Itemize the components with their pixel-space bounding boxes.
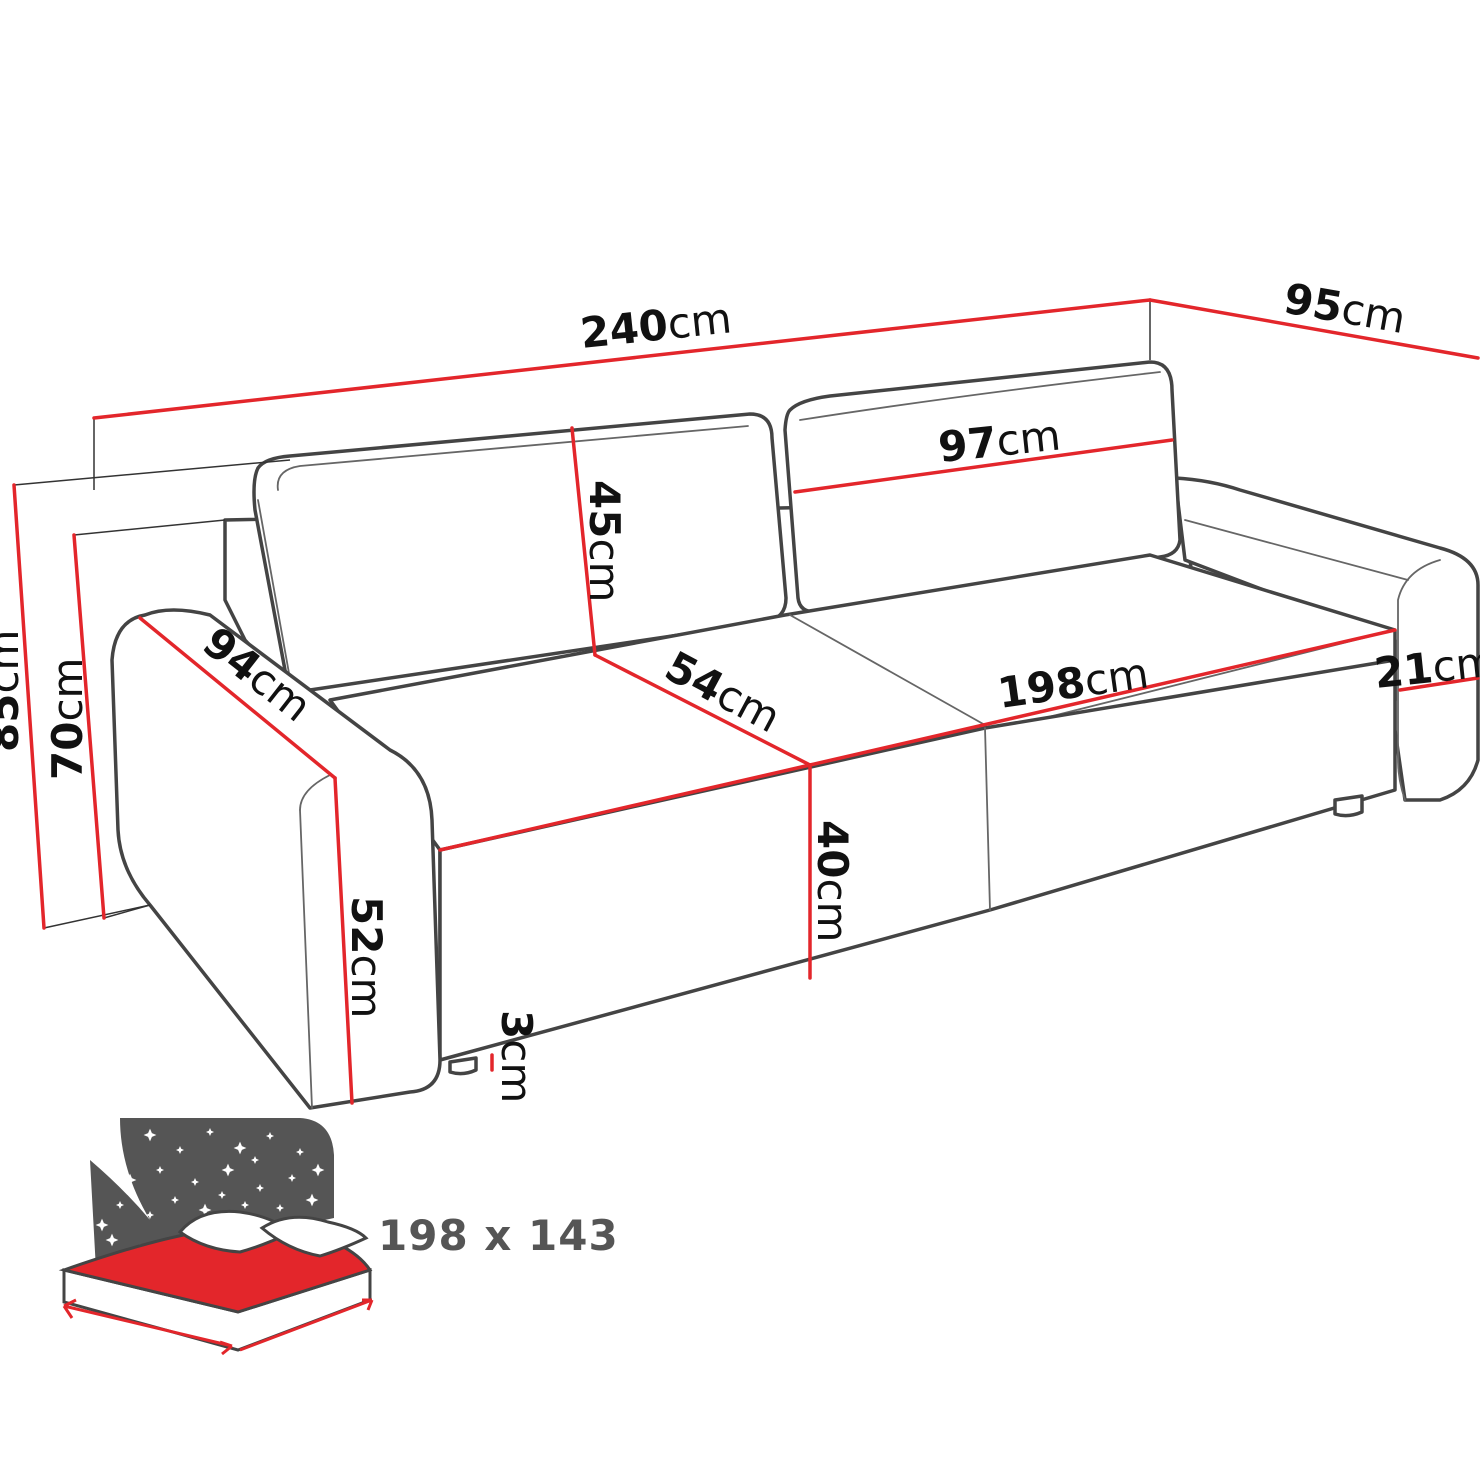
bed-depth-arrow [239,1298,374,1352]
dim-line-total-width [92,298,1152,420]
star-icon [233,1141,247,1155]
star-icon [288,1174,296,1182]
label-depth: 95cm [1280,274,1409,344]
star-icon [218,1191,226,1199]
star-field [95,1128,325,1252]
star-icon [266,1132,274,1140]
dim-line-cushion-width [793,438,1174,494]
star-icon [95,1218,109,1232]
label-total-width: 240cm [578,293,734,358]
dim-line-armrest-width [1398,676,1480,692]
dim-line-height-total [12,483,46,930]
star-icon [123,1173,137,1187]
label-cushion-height: 45cm [580,480,629,602]
dim-line-height-back [72,533,106,920]
label-seat-height: 40cm [808,820,857,942]
star-icon [221,1163,235,1177]
sofa-drawing [110,360,1480,1110]
left-leg [448,1056,478,1076]
star-icon [206,1128,214,1136]
sleeping-area-label: 198 x 143 [378,1211,619,1260]
star-icon [251,1156,259,1164]
dim-line-seat-width [808,628,1397,767]
star-icon [171,1196,179,1204]
label-seat-width: 198cm [995,648,1152,718]
star-icon [241,1201,249,1209]
star-icon [143,1128,157,1142]
star-icon [296,1148,304,1156]
dim-line-cushion-height [570,426,597,657]
pillow-right [259,1215,369,1258]
star-icon [198,1203,212,1217]
right-armrest [1173,476,1480,802]
star-icon [105,1233,119,1247]
label-leg-height: 3cm [492,1010,541,1103]
label-height-back: 70cm [43,658,92,780]
right-back-cushion [783,360,1182,614]
dim-line-depth [1148,298,1480,360]
star-icon [276,1204,284,1212]
dim-line-seat-depth [593,653,812,767]
right-leg [1333,794,1364,818]
star-icon [191,1178,199,1186]
bed-night-icon: 198 x 143 [58,1118,619,1356]
night-sky-panel [90,1118,334,1270]
star-icon [176,1146,184,1154]
guide-lines [13,300,1151,929]
left-armrest [110,608,442,1110]
dim-line-armrest-length [138,616,337,780]
star-icon [116,1201,124,1209]
label-cushion-width: 97cm [936,410,1063,472]
dimension-lines [12,298,1480,1105]
star-icon [256,1184,264,1192]
star-icon [146,1211,154,1219]
dim-line-seat-front [438,763,812,852]
label-armrest-width: 21cm [1372,636,1480,698]
bed-width-arrow [62,1298,233,1356]
star-icon [311,1163,325,1177]
dim-line-armrest-height [333,776,354,1105]
star-icon [156,1166,164,1174]
star-icon [305,1193,319,1207]
label-height-total: 85cm [0,630,28,752]
label-armrest-height: 52cm [342,896,391,1018]
